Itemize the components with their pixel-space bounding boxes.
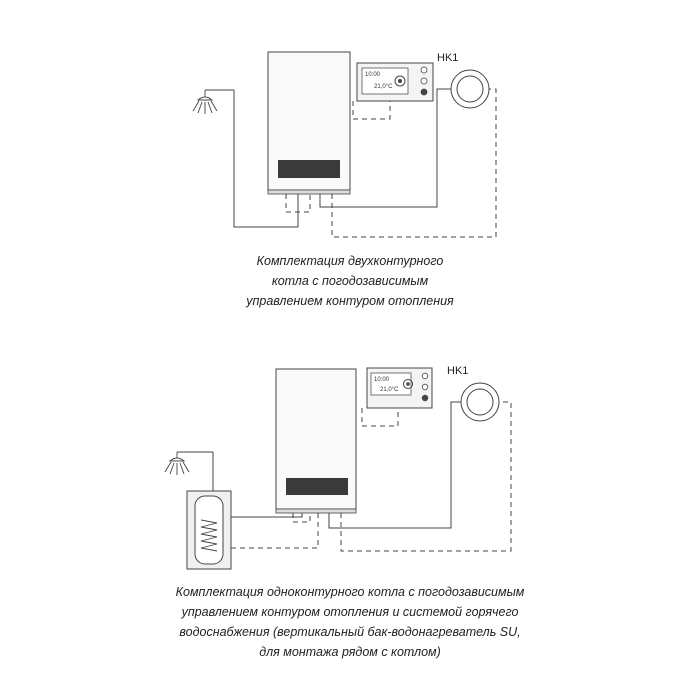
heating-circuit-label-2: HK1 (447, 365, 469, 377)
caption-2-line-3: водоснабжения (вертикальный бак-водонагр… (179, 625, 521, 639)
heater-coil (200, 519, 218, 552)
caption-2-line-2: управлением контуром отопления и системо… (181, 605, 519, 619)
return-pipes-2 (231, 401, 512, 552)
shower-icon-2 (164, 451, 213, 475)
caption-1-line-1: Комплектация двухконтурного (256, 254, 444, 268)
display-time-2: 10:00 (374, 377, 390, 383)
heating-circuit-label-1: HK1 (437, 52, 459, 64)
controller-1: 10:00 21,0°C (356, 62, 434, 102)
caption-2: Комплектация одноконтурного котла с пого… (0, 582, 700, 662)
display-time-1: 10:00 (365, 72, 381, 78)
display-temp-1: 21,0°C (374, 84, 393, 90)
boiler-panel-1 (278, 160, 340, 178)
caption-1-line-3: управлением контуром отопления (246, 294, 454, 308)
controller-2: 10:00 21,0°C (366, 367, 433, 409)
return-pipes-1 (285, 88, 497, 238)
supply-pipes-1 (233, 88, 451, 228)
caption-2-line-1: Комплектация одноконтурного котла с пого… (175, 585, 525, 599)
boiler-1 (267, 51, 351, 195)
heating-circuit-1 (450, 69, 490, 109)
controller-display-2 (370, 372, 412, 396)
shower-icon-1 (192, 89, 234, 114)
heating-circuit-2 (460, 382, 500, 422)
supply-pipes-2 (212, 401, 461, 529)
caption-1: Комплектация двухконтурного котла с пого… (0, 251, 700, 311)
boiler-2 (275, 368, 357, 514)
controller-knob-2 (403, 379, 413, 389)
diagram-2: 10:00 21,0°C (164, 367, 512, 570)
caption-2-line-4: для монтажа рядом с котлом) (259, 645, 441, 659)
controller-knob-1 (394, 75, 406, 87)
water-heater-tank (186, 490, 232, 570)
boiler-panel-2 (286, 478, 348, 495)
display-temp-2: 21,0°C (380, 387, 399, 393)
caption-1-line-2: котла с погодозависимым (271, 274, 429, 288)
diagram-1: 10:00 21,0°C (192, 51, 497, 238)
